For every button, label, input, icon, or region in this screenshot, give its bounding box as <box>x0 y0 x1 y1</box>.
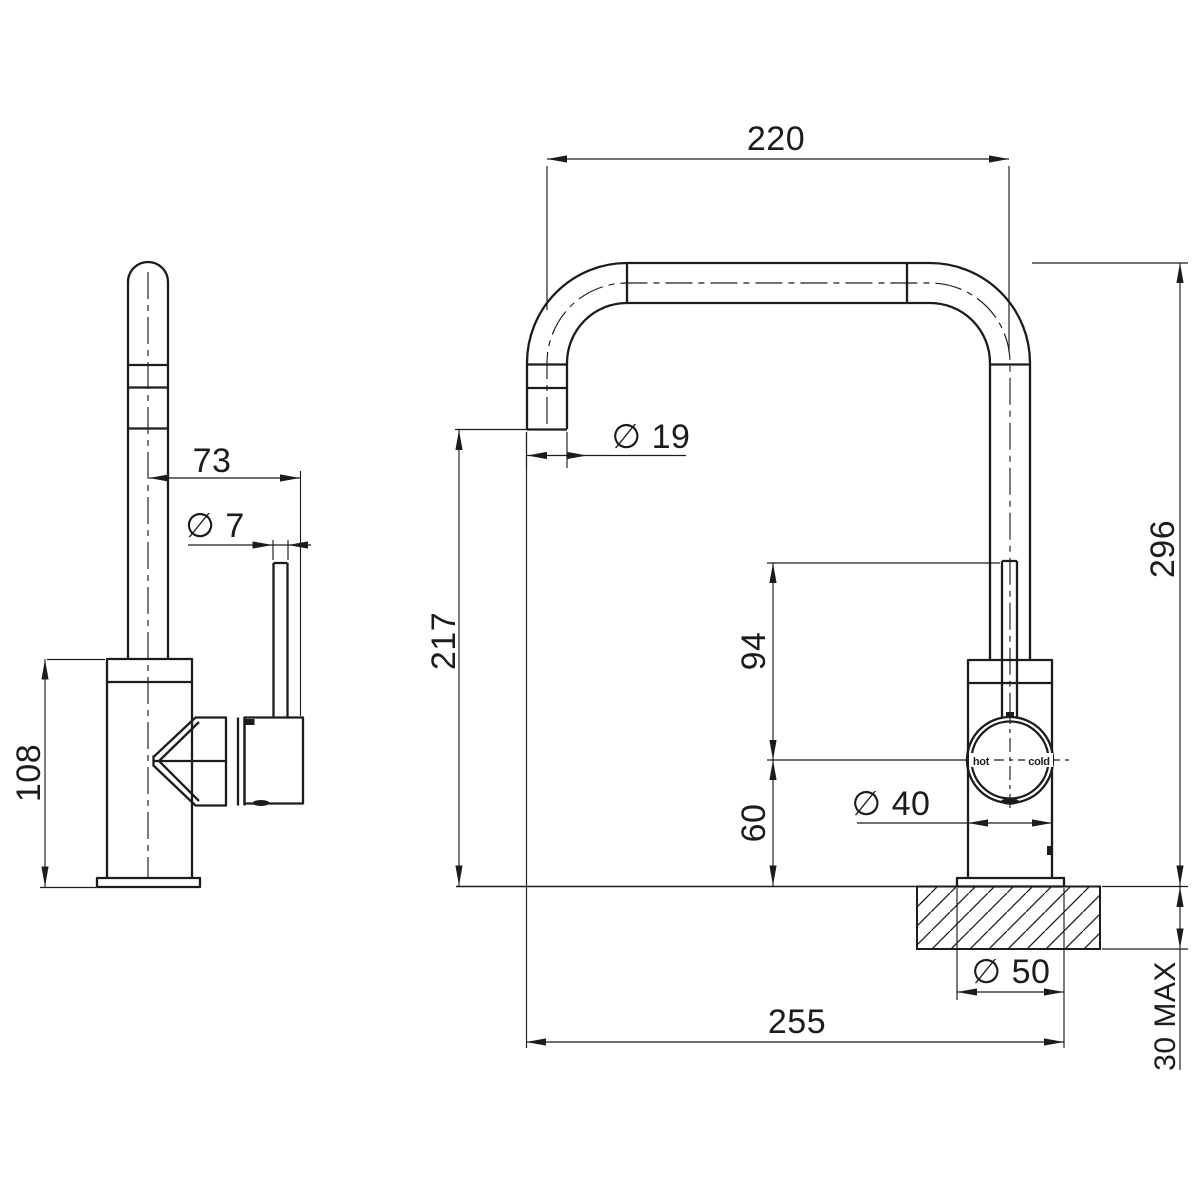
dim-label-40: ∅ 40 <box>852 785 931 823</box>
benchtop-section <box>916 885 1101 950</box>
front-base-flange <box>955 876 1066 888</box>
dim-center-to-base: 60 <box>735 760 777 886</box>
dial-bottom-mark <box>1001 798 1019 805</box>
side-spout-joint-lines <box>128 363 168 430</box>
dim-body-height: 108 <box>10 658 105 889</box>
hot-label-mask <box>969 753 994 767</box>
side-body <box>105 682 194 878</box>
dim-overall-height: 296 <box>1032 262 1188 1070</box>
dim-benchtop-thickness: 30 MAX <box>1149 887 1184 1071</box>
dim-label-217: 217 <box>425 612 463 670</box>
cold-label: cold <box>1028 756 1049 768</box>
side-handle-bottom-mark <box>252 800 270 806</box>
dim-handle-reach: 73 <box>149 442 302 716</box>
front-collar <box>966 658 1054 685</box>
dim-label-73: 73 <box>193 442 232 480</box>
cold-label-mask <box>1025 753 1053 767</box>
dim-base-diameter: ∅ 50 <box>956 888 1065 1048</box>
body-edge-mark <box>1047 846 1052 855</box>
front-view: hot cold 220 ∅ 19 217 <box>425 120 1188 1071</box>
side-collar <box>105 657 194 684</box>
dim-label-94: 94 <box>735 632 773 671</box>
side-view: 73 ∅ 7 108 <box>10 260 311 889</box>
dim-lever-diameter: ∅ 7 <box>185 507 311 560</box>
front-spout-centerline <box>546 282 1011 711</box>
side-lever-rod <box>272 561 289 718</box>
front-spout-joint-lines <box>527 263 1030 431</box>
dim-label-7: ∅ 7 <box>185 507 244 545</box>
front-spout-inner <box>565 301 992 660</box>
dim-body-diameter: ∅ 40 <box>852 785 1052 827</box>
hot-label: hot <box>973 756 990 768</box>
side-handle-indicator-mark <box>245 719 255 725</box>
dim-spout-outlet-height: 217 <box>425 428 527 886</box>
dim-label-30max: 30 MAX <box>1149 961 1182 1071</box>
dim-label-108: 108 <box>10 744 48 802</box>
front-lever-rod <box>1000 559 1019 717</box>
dim-label-296: 296 <box>1144 520 1182 578</box>
dim-label-60: 60 <box>735 804 773 843</box>
dim-lever-top-to-center: 94 <box>735 562 1000 886</box>
rod-base-mark <box>1006 712 1014 716</box>
front-body <box>966 683 1054 878</box>
dim-label-220: 220 <box>747 120 805 158</box>
dim-label-255: 255 <box>768 1003 826 1041</box>
front-spout-outer <box>525 261 1032 660</box>
side-handle-neck-detail <box>152 721 226 802</box>
dim-label-50: ∅ 50 <box>972 953 1051 991</box>
side-spout-tube <box>126 260 170 659</box>
side-base-flange <box>95 876 202 889</box>
dim-spout-tube-diameter: ∅ 19 <box>525 418 691 468</box>
dim-horizontal-reach: 255 <box>525 432 1064 1048</box>
dim-label-19: ∅ 19 <box>612 418 691 456</box>
dim-spout-span: 220 <box>546 120 1010 352</box>
side-handle-cylinder <box>243 716 305 805</box>
